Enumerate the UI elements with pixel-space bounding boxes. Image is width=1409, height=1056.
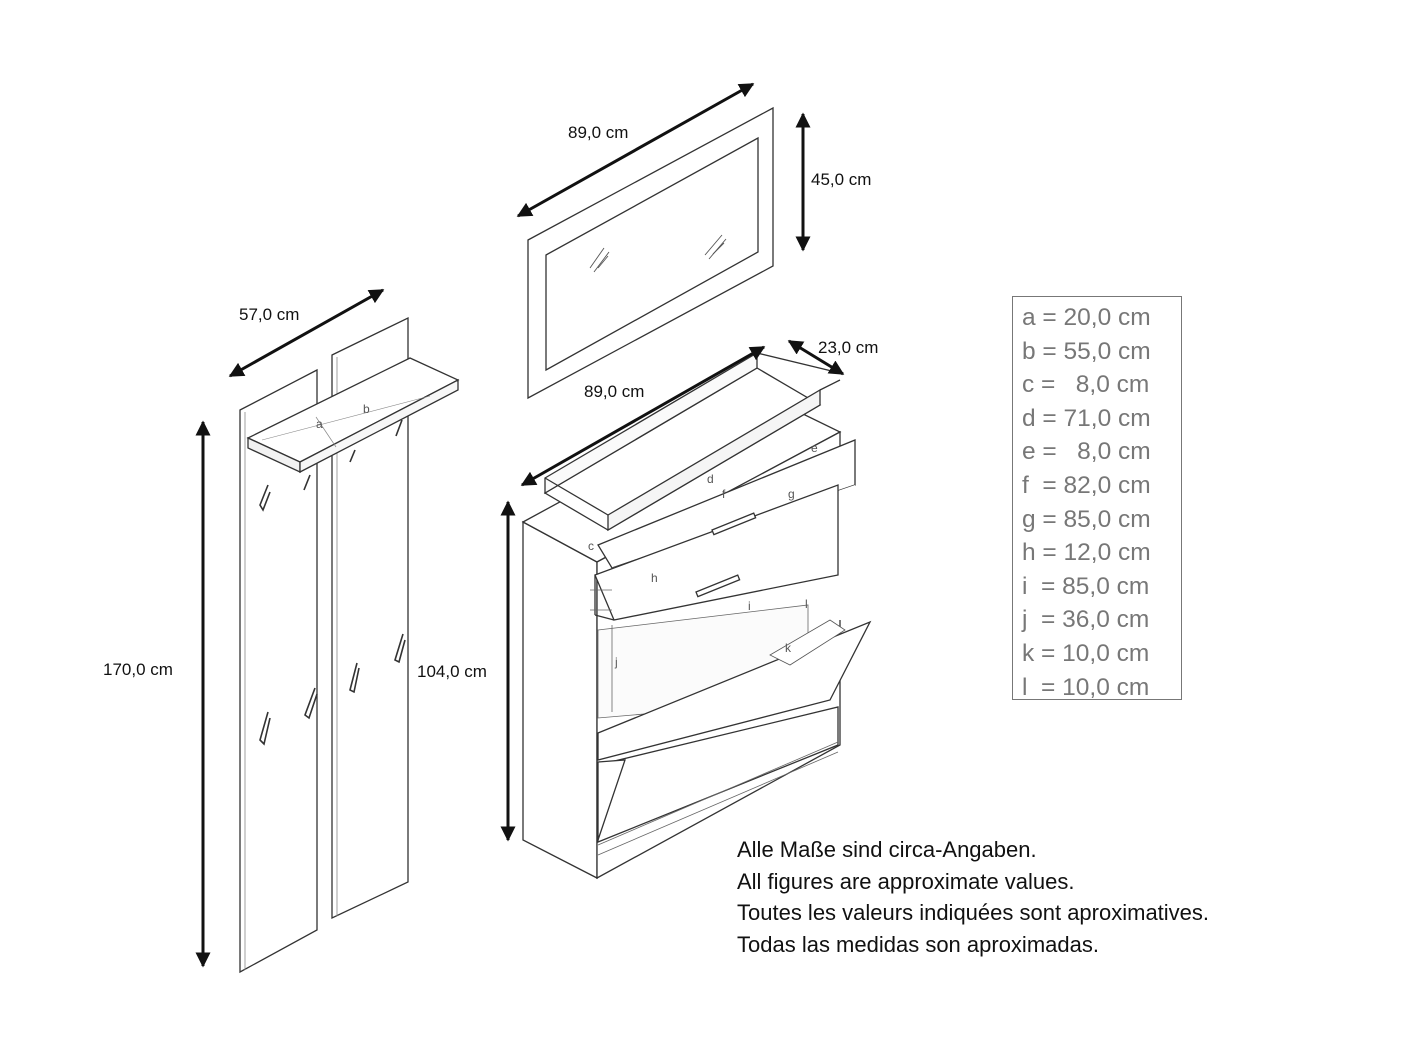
part-label-l: l — [805, 597, 808, 611]
legend-row-l: l = 10,0 cm — [1022, 673, 1150, 701]
arrow-mirror-width — [516, 82, 755, 218]
dimension-legend: a = 20,0 cm b = 55,0 cm c = 8,0 cm d = 7… — [1012, 296, 1182, 701]
label-mirror-width: 89,0 cm — [568, 123, 628, 142]
legend-row-h: h = 12,0 cm — [1022, 539, 1151, 567]
label-cabinet-width: 89,0 cm — [584, 382, 644, 401]
shoe-cabinet — [521, 351, 872, 880]
label-cabinet-depth: 23,0 cm — [818, 338, 878, 357]
legend-row-a: a = 20,0 cm — [1022, 304, 1151, 331]
part-label-i: i — [748, 599, 751, 613]
part-label-c: c — [588, 539, 594, 553]
legend-row-g: g = 85,0 cm — [1022, 505, 1151, 533]
label-mirror-height: 45,0 cm — [811, 170, 871, 189]
label-rack-width: 57,0 cm — [239, 305, 299, 324]
legend-row-f: f = 82,0 cm — [1022, 471, 1151, 499]
part-label-e: e — [811, 441, 818, 455]
label-cabinet-height: 104,0 cm — [417, 662, 487, 681]
arrow-rack-width — [228, 288, 385, 378]
mirror — [527, 106, 774, 400]
cabinet-side — [522, 520, 598, 880]
note-spanish: Todas las medidas son aproximadas. — [737, 931, 1099, 957]
legend-row-k: k = 10,0 cm — [1022, 639, 1150, 667]
coat-rack-left-panel — [239, 368, 318, 974]
legend-row-i: i = 85,0 cm — [1022, 572, 1150, 600]
legend-row-e: e = 8,0 cm — [1022, 438, 1151, 466]
note-french: Toutes les valeurs indiquées sont aproxi… — [737, 900, 1210, 925]
label-rack-height: 170,0 cm — [103, 660, 173, 679]
part-label-a: a — [316, 417, 323, 431]
middle-drawer — [594, 484, 839, 621]
dimension-labels: 89,0 cm 45,0 cm 57,0 cm 170,0 cm 89,0 cm… — [103, 123, 878, 681]
dimension-arrows — [195, 82, 845, 968]
note-english: All figures are approximate values. — [737, 868, 1075, 894]
part-label-k: k — [785, 641, 792, 655]
legend-row-c: c = 8,0 cm — [1022, 371, 1150, 399]
shoe-flap-lower — [597, 759, 626, 841]
coat-rack — [239, 316, 460, 974]
part-label-j: j — [614, 655, 618, 669]
part-label-g: g — [788, 487, 795, 501]
arrow-cabinet-width — [520, 345, 766, 487]
hook-icon — [259, 419, 406, 746]
part-label-b: b — [363, 402, 370, 416]
legend-row-j: j = 36,0 cm — [1022, 606, 1150, 634]
part-label-f: f — [722, 487, 726, 501]
part-label-h: h — [651, 571, 658, 585]
approximation-notes: Alle Maße sind circa-Angaben. All figure… — [737, 834, 1209, 960]
arrow-cabinet-depth — [787, 339, 845, 376]
note-german: Alle Maße sind circa-Angaben. — [737, 837, 1037, 862]
legend-row-d: d = 71,0 cm — [1022, 404, 1151, 432]
part-labels: a b c d e f g h i j k l — [316, 402, 818, 669]
legend-row-b: b = 55,0 cm — [1022, 337, 1151, 365]
part-label-d: d — [707, 472, 714, 486]
